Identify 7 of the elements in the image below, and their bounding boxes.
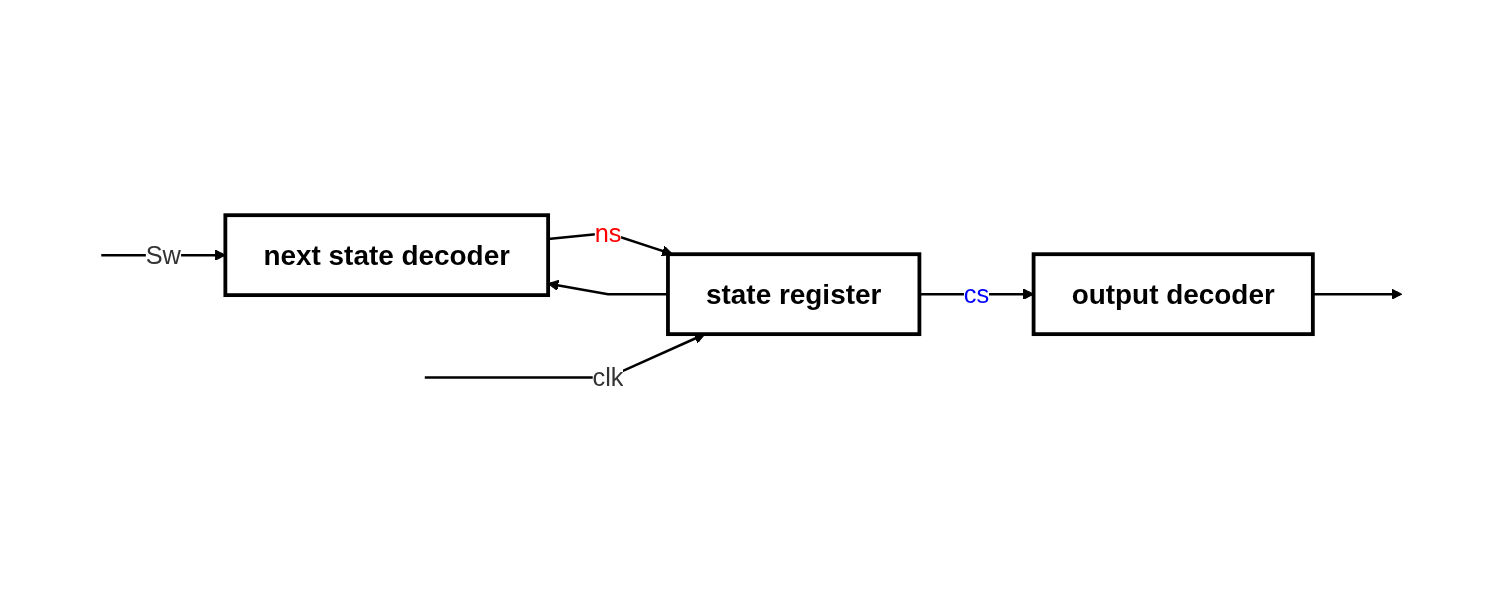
node-box: output decoder — [1031, 252, 1315, 337]
node-box: next state decoder — [223, 213, 551, 298]
edge-label: cs — [963, 280, 990, 309]
edge-label: Sw — [145, 241, 181, 270]
node-box: state register — [666, 252, 922, 337]
edge-label: clk — [592, 363, 624, 392]
edge-label: ns — [594, 219, 622, 248]
